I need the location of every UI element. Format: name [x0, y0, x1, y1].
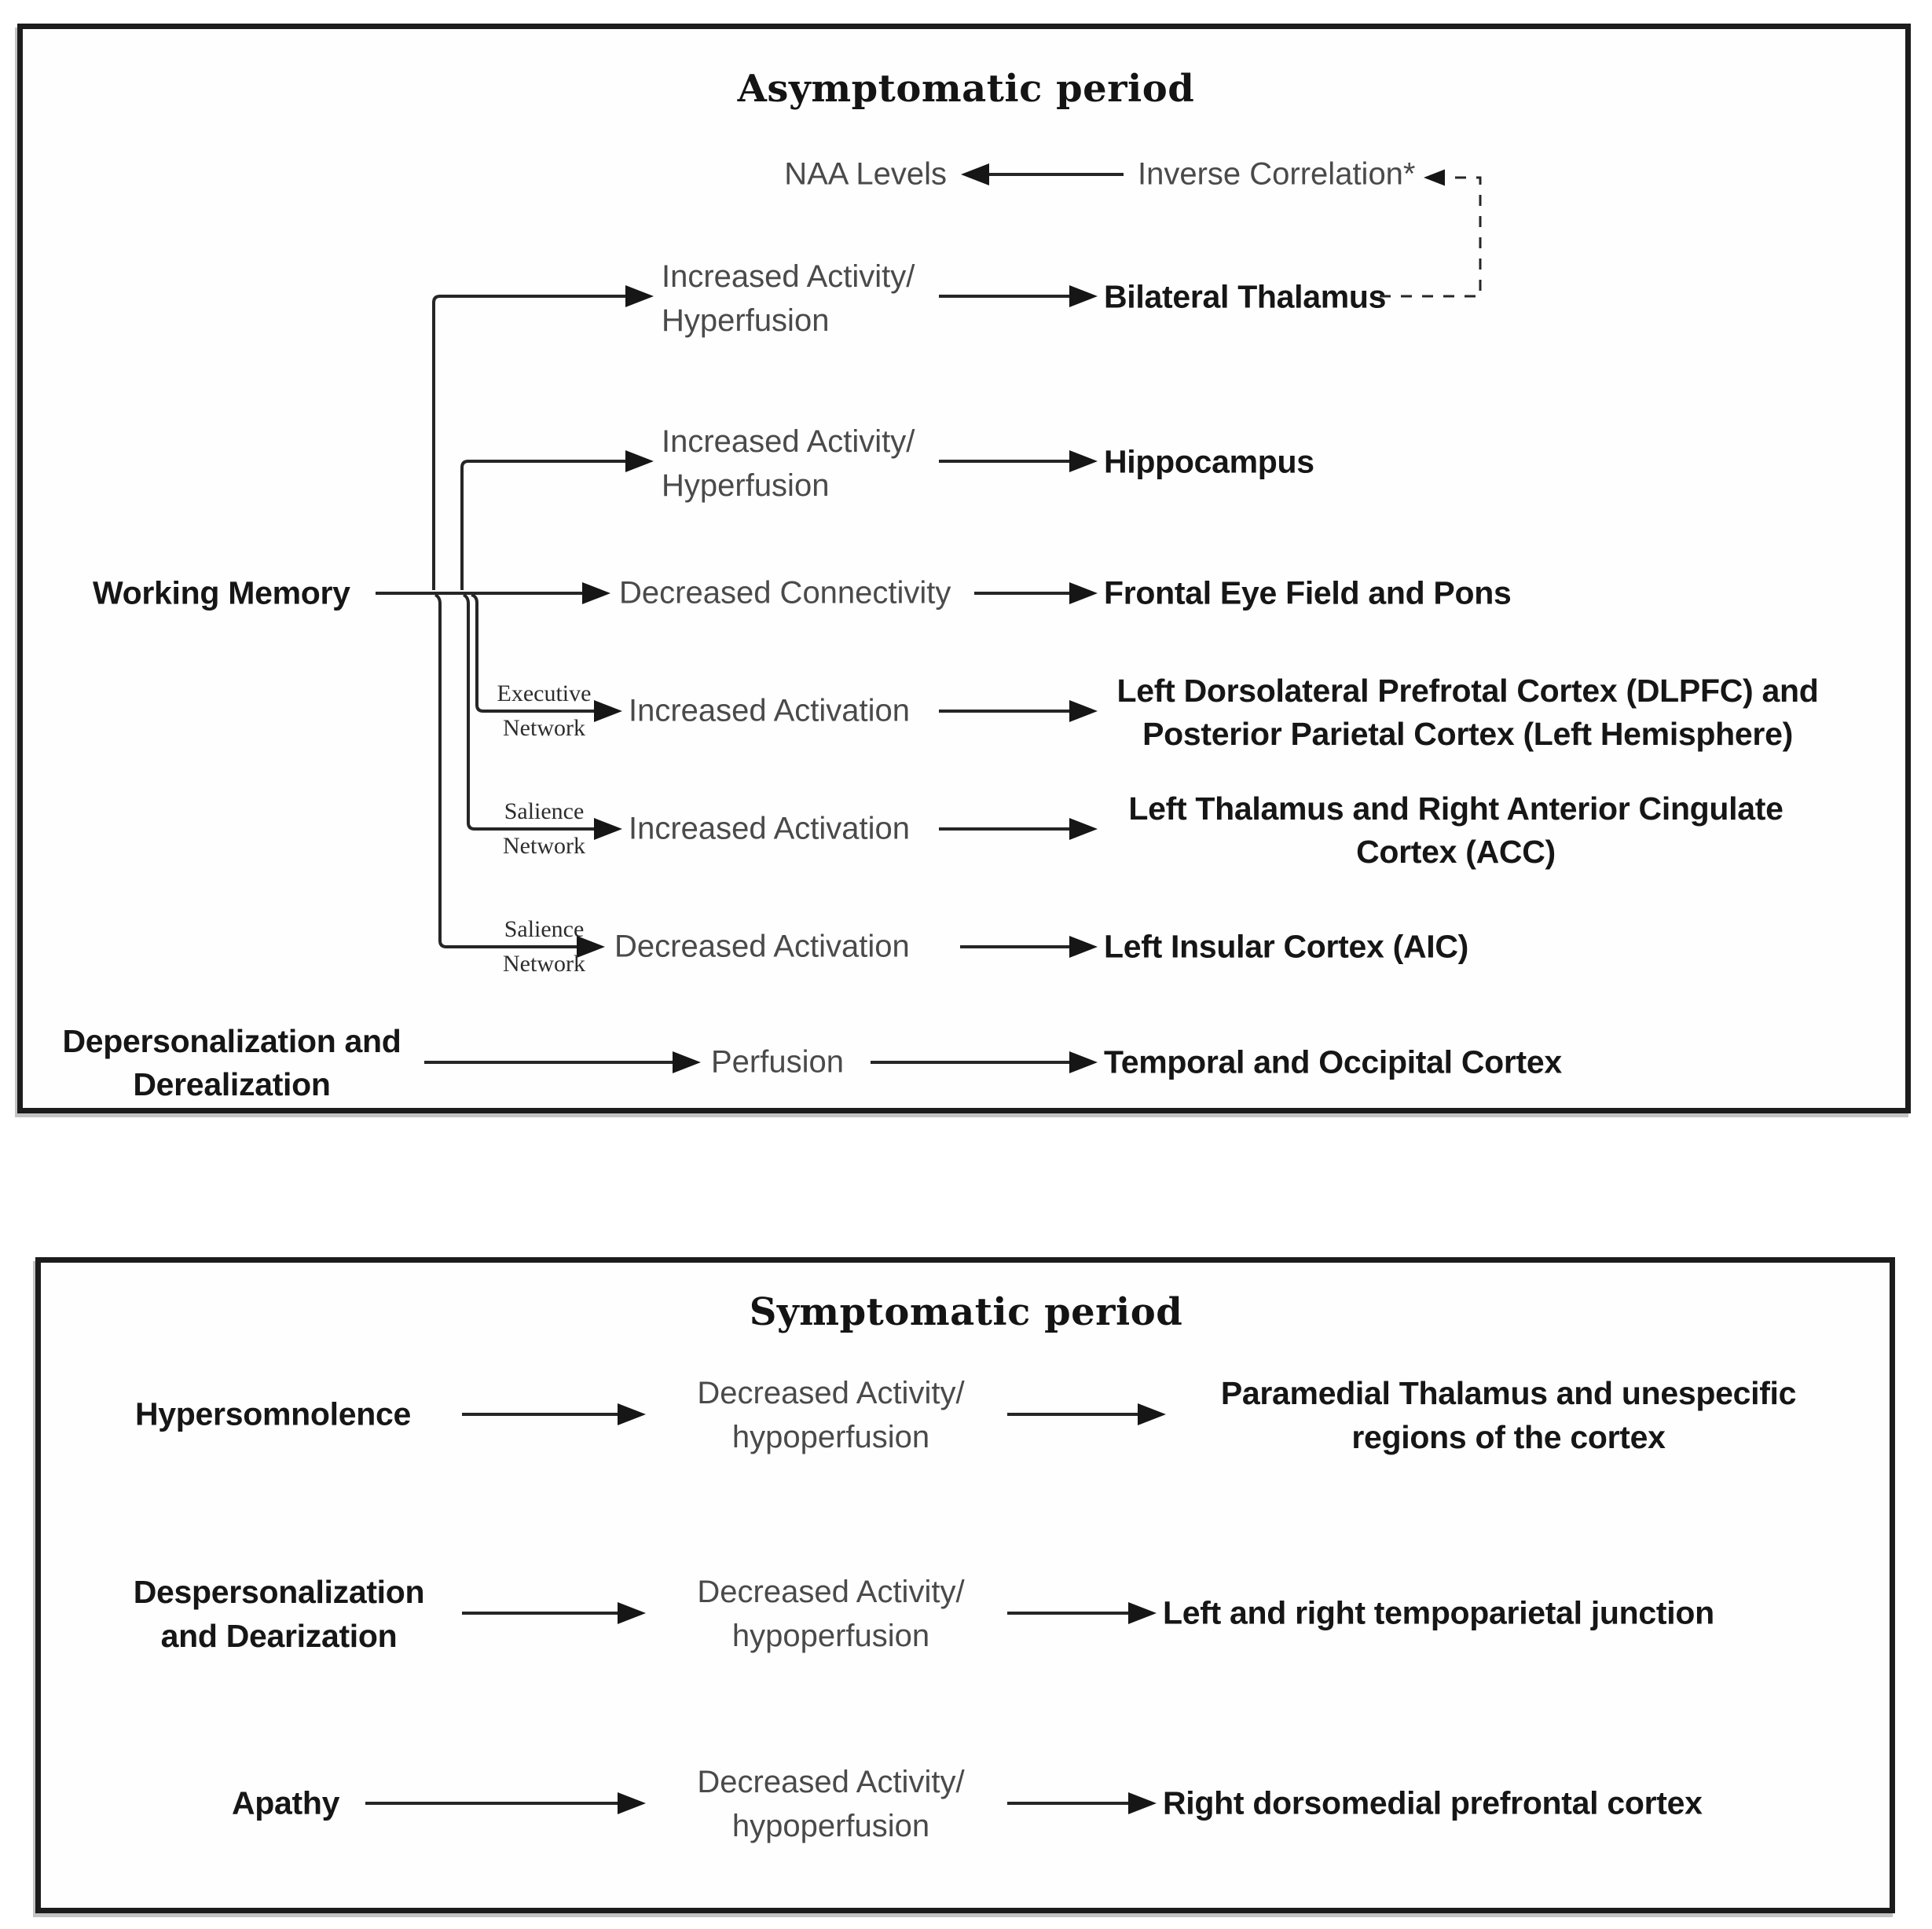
apathy-label: Apathy [232, 1784, 340, 1821]
row1-mechanism: Increased Activity/ Hyperfusion [662, 259, 915, 338]
asymptomatic-panel [17, 24, 1911, 1113]
row6-network-label: Salience Network [503, 916, 585, 977]
row3-target: Frontal Eye Field and Pons [1104, 574, 1512, 611]
row4-network-label: Executive Network [497, 680, 592, 741]
symptomatic-panel [35, 1257, 1895, 1913]
row6-mechanism: Decreased Activation [614, 929, 910, 964]
symp-row2-mechanism: Decreased Activity/ hypoperfusion [697, 1575, 965, 1653]
row7-mechanism: Perfusion [711, 1044, 844, 1080]
symp-row2-target: Left and right tempoparietal junction [1163, 1594, 1714, 1631]
row1-target: Bilateral Thalamus [1104, 278, 1387, 315]
row7-target: Temporal and Occipital Cortex [1104, 1043, 1562, 1080]
depersonalization-label: Depersonalization and Derealization [62, 1023, 401, 1102]
row5-mechanism: Increased Activation [629, 811, 910, 846]
row6-target: Left Insular Cortex (AIC) [1104, 928, 1469, 965]
row2-mechanism: Increased Activity/ Hyperfusion [662, 424, 915, 503]
row2-target: Hippocampus [1104, 443, 1314, 480]
naa-levels-label: NAA Levels [784, 156, 947, 192]
row5-network-label: Salience Network [503, 798, 585, 859]
symp-row3-mechanism: Decreased Activity/ hypoperfusion [697, 1765, 965, 1843]
row5-target: Left Thalamus and Right Anterior Cingula… [1128, 790, 1784, 870]
symptomatic-title: Symptomatic period [749, 1290, 1183, 1334]
working-memory-label: Working Memory [93, 574, 350, 611]
inverse-correlation-label: Inverse Correlation* [1138, 156, 1416, 192]
symp-row1-target: Paramedial Thalamus and unespecific regi… [1220, 1375, 1797, 1455]
symp-row1-mechanism: Decreased Activity/ hypoperfusion [697, 1376, 965, 1454]
row3-mechanism: Decreased Connectivity [619, 575, 951, 611]
hypersomnolence-label: Hypersomnolence [135, 1395, 411, 1432]
despersonalization-label: Despersonalization and Dearization [133, 1574, 425, 1654]
symp-row3-target: Right dorsomedial prefrontal cortex [1163, 1784, 1703, 1821]
row4-target: Left Dorsolateral Prefrotal Cortex (DLPF… [1116, 673, 1819, 752]
asymptomatic-title: Asymptomatic period [737, 67, 1195, 111]
row4-mechanism: Increased Activation [629, 693, 910, 728]
